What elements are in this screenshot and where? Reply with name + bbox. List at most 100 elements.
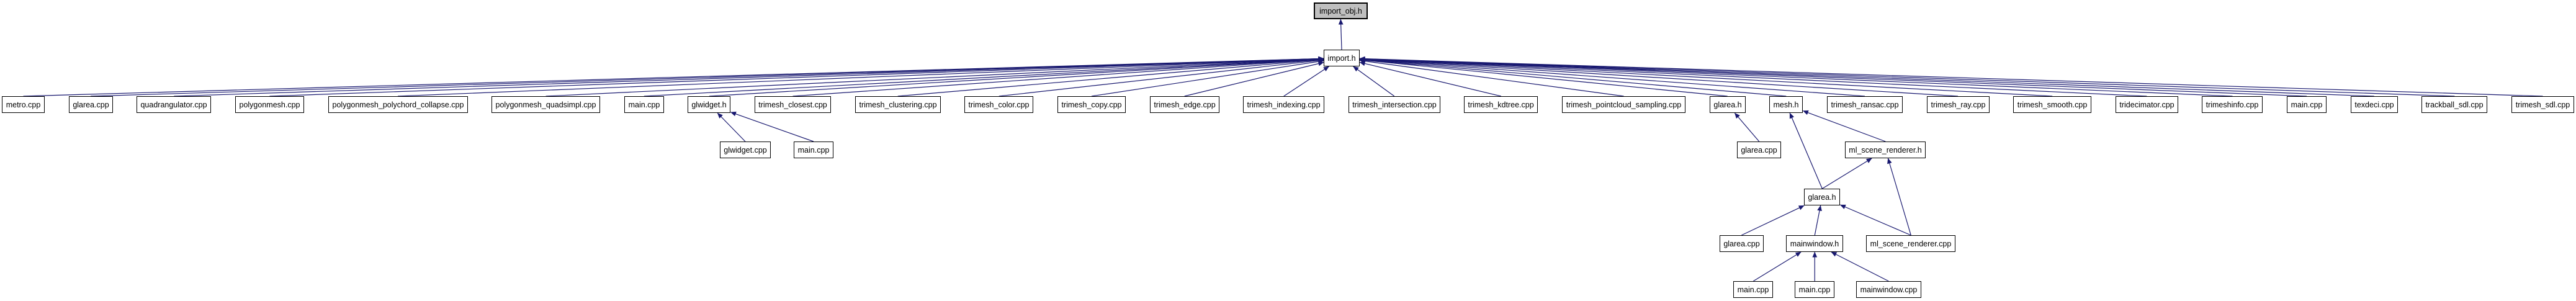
graph-node-texdeci-cpp[interactable]: texdeci.cpp xyxy=(2351,96,2398,113)
node-label: trimesh_kdtree.cpp xyxy=(1468,100,1534,109)
include-edge xyxy=(1814,205,1822,236)
node-label: trimesh_smooth.cpp xyxy=(2017,100,2088,109)
include-edge xyxy=(1353,66,1395,97)
include-edge xyxy=(792,57,1324,97)
graph-node-mainwindow-cpp[interactable]: mainwindow.cpp xyxy=(1856,281,1921,298)
include-edge xyxy=(1338,19,1344,50)
node-label: quadrangulator.cpp xyxy=(140,100,207,109)
include-edge xyxy=(269,56,1324,97)
include-edge xyxy=(1359,57,1865,97)
node-label: tridecimator.cpp xyxy=(2119,100,2174,109)
graph-node-glarea-cpp-3[interactable]: glarea.cpp xyxy=(1720,235,1764,252)
graph-node-polygonmesh-polychord-collapse-cpp[interactable]: polygonmesh_polychord_collapse.cpp xyxy=(328,96,468,113)
include-edge xyxy=(1359,56,2543,97)
graph-node-glarea-h-1[interactable]: glarea.h xyxy=(1710,96,1746,113)
node-label: trimesh_ransac.cpp xyxy=(1831,100,1899,109)
graph-node-mesh-h[interactable]: mesh.h xyxy=(1769,96,1803,113)
graph-node-main-cpp-1[interactable]: main.cpp xyxy=(624,96,664,113)
graph-node-trimesh-closest-cpp[interactable]: trimesh_closest.cpp xyxy=(755,96,831,113)
node-label: ml_scene_renderer.cpp xyxy=(1870,239,1952,248)
graph-node-trimesh-pointcloud-sampling-cpp[interactable]: trimesh_pointcloud_sampling.cpp xyxy=(1562,96,1685,113)
graph-node-main-cpp-4[interactable]: main.cpp xyxy=(1733,281,1773,298)
include-edge xyxy=(1821,158,1872,189)
include-edge xyxy=(644,56,1324,97)
graph-node-main-cpp-2[interactable]: main.cpp xyxy=(2287,96,2327,113)
include-edge xyxy=(397,56,1324,97)
node-label: trimesh_sdl.cpp xyxy=(2515,100,2570,109)
include-edge xyxy=(1184,61,1324,97)
graph-node-import-h[interactable]: import.h xyxy=(1324,50,1360,66)
graph-node-metro-cpp[interactable]: metro.cpp xyxy=(2,96,45,113)
node-label: trimesh_intersection.cpp xyxy=(1352,100,1437,109)
include-edge xyxy=(999,58,1324,97)
include-edge xyxy=(1839,204,1911,236)
graph-node-trimesh-indexing-cpp[interactable]: trimesh_indexing.cpp xyxy=(1243,96,1324,113)
node-label: polygonmesh_polychord_collapse.cpp xyxy=(332,100,464,109)
graph-node-trimesh-intersection-cpp[interactable]: trimesh_intersection.cpp xyxy=(1349,96,1440,113)
graph-node-quadrangulator-cpp[interactable]: quadrangulator.cpp xyxy=(137,96,211,113)
include-edge xyxy=(1359,56,2053,97)
graph-node-main-cpp-5[interactable]: main.cpp xyxy=(1795,281,1834,298)
include-edge xyxy=(1741,205,1805,236)
include-edge xyxy=(1789,112,1823,189)
node-label: metro.cpp xyxy=(6,100,41,109)
node-label: import_obj.h xyxy=(1319,6,1362,16)
node-label: main.cpp xyxy=(797,145,830,155)
include-edge xyxy=(23,56,1324,97)
node-label: mainwindow.h xyxy=(1790,239,1839,248)
include-edge xyxy=(1283,66,1329,97)
include-edge xyxy=(1734,112,1760,142)
node-label: glarea.cpp xyxy=(1741,145,1777,155)
graph-node-trimesh-kdtree-cpp[interactable]: trimesh_kdtree.cpp xyxy=(1464,96,1538,113)
graph-node-glarea-cpp-2[interactable]: glarea.cpp xyxy=(1737,142,1781,158)
graph-node-mainwindow-h[interactable]: mainwindow.h xyxy=(1786,235,1843,252)
graph-node-ml-scene-renderer-cpp[interactable]: ml_scene_renderer.cpp xyxy=(1866,235,1955,252)
node-label: glarea.h xyxy=(1808,192,1836,202)
node-label: trimesh_ray.cpp xyxy=(1931,100,1986,109)
include-edge xyxy=(1887,158,1911,236)
node-label: texdeci.cpp xyxy=(2354,100,2394,109)
include-edge xyxy=(545,56,1324,97)
include-edge xyxy=(1831,251,1889,282)
node-label: trimesh_indexing.cpp xyxy=(1247,100,1321,109)
graph-node-trimesh-sdl-cpp[interactable]: trimesh_sdl.cpp xyxy=(2511,96,2574,113)
include-edge xyxy=(1359,58,1728,97)
graph-node-ml-scene-renderer-h[interactable]: ml_scene_renderer.h xyxy=(1845,142,1926,158)
graph-node-trimesh-copy-cpp[interactable]: trimesh_copy.cpp xyxy=(1057,96,1126,113)
graph-node-glwidget-h[interactable]: glwidget.h xyxy=(688,96,730,113)
graph-node-trimesh-clustering-cpp[interactable]: trimesh_clustering.cpp xyxy=(855,96,941,113)
graph-node-trimeshinfo-cpp[interactable]: trimeshinfo.cpp xyxy=(2202,96,2263,113)
graph-node-glarea-cpp-1[interactable]: glarea.cpp xyxy=(69,96,113,113)
node-label: ml_scene_renderer.h xyxy=(1849,145,1922,155)
node-label: main.cpp xyxy=(2291,100,2323,109)
include-edge xyxy=(730,111,814,142)
node-label: trimesh_pointcloud_sampling.cpp xyxy=(1566,100,1682,109)
node-label: trackball_sdl.cpp xyxy=(2425,100,2484,109)
include-edge xyxy=(1359,56,2374,97)
node-label: glarea.h xyxy=(1713,100,1742,109)
graph-node-trackball-sdl-cpp[interactable]: trackball_sdl.cpp xyxy=(2421,96,2487,113)
graph-node-glarea-h-2[interactable]: glarea.h xyxy=(1804,189,1840,205)
include-edge xyxy=(1752,251,1802,282)
node-label: trimesh_clustering.cpp xyxy=(859,100,937,109)
graph-node-polygonmesh-cpp[interactable]: polygonmesh.cpp xyxy=(235,96,304,113)
include-edge xyxy=(1359,56,1959,97)
graph-node-tridecimator-cpp[interactable]: tridecimator.cpp xyxy=(2116,96,2178,113)
node-label: main.cpp xyxy=(1737,285,1769,294)
graph-node-trimesh-color-cpp[interactable]: trimesh_color.cpp xyxy=(964,96,1033,113)
graph-node-import-obj-h: import_obj.h xyxy=(1314,2,1368,19)
graph-node-trimesh-ransac-cpp[interactable]: trimesh_ransac.cpp xyxy=(1827,96,1903,113)
include-edge xyxy=(897,57,1324,97)
include-edge xyxy=(717,112,746,142)
node-label: mainwindow.cpp xyxy=(1860,285,1918,294)
node-label: polygonmesh.cpp xyxy=(239,100,300,109)
graph-node-trimesh-edge-cpp[interactable]: trimesh_edge.cpp xyxy=(1150,96,1219,113)
graph-node-polygonmesh-quadsimpl-cpp[interactable]: polygonmesh_quadsimpl.cpp xyxy=(491,96,600,113)
graph-node-main-cpp-3[interactable]: main.cpp xyxy=(794,142,833,158)
graph-node-trimesh-smooth-cpp[interactable]: trimesh_smooth.cpp xyxy=(2013,96,2091,113)
graph-node-glwidget-cpp[interactable]: glwidget.cpp xyxy=(720,142,771,158)
graph-node-trimesh-ray-cpp[interactable]: trimesh_ray.cpp xyxy=(1927,96,1990,113)
node-label: main.cpp xyxy=(1798,285,1831,294)
node-label: trimeshinfo.cpp xyxy=(2206,100,2259,109)
